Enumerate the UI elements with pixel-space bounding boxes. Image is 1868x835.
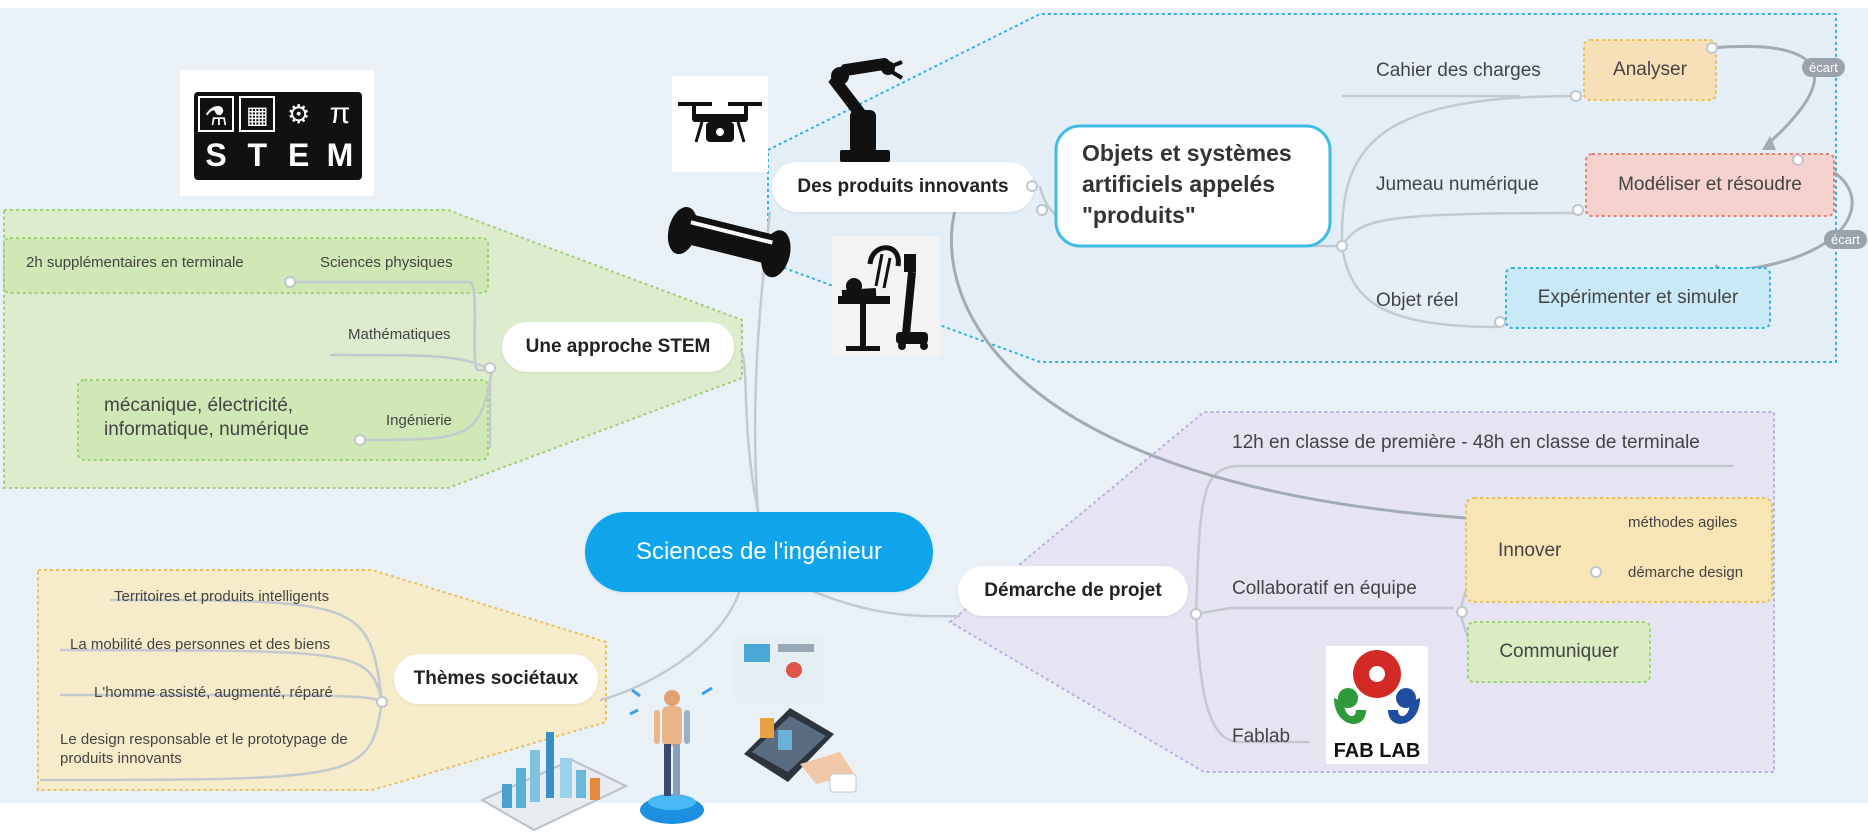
jumeau-label[interactable]: Jumeau numérique [1376,174,1539,195]
communiquer-box [1467,621,1651,683]
stem-letter: M [321,136,358,174]
agiles-label[interactable]: méthodes agiles [1628,514,1738,531]
augmented-human-icon [629,686,713,824]
cahier-label[interactable]: Cahier des charges [1376,60,1541,81]
physique-label[interactable]: Sciences physiques [320,254,453,271]
design-label[interactable]: démarche design [1628,564,1744,581]
communiquer-node[interactable]: Communiquer [1499,641,1619,662]
modeliser-box [1585,153,1835,217]
central-node[interactable]: Sciences de l'ingénieur [585,512,933,592]
theme-item-2[interactable]: La mobilité des personnes et des biens [70,636,331,653]
inge-label[interactable]: Ingénierie [386,412,452,429]
stem-letter: T [239,136,276,174]
theme-item-3[interactable]: L'homme assisté, augmenté, réparé [94,684,333,701]
modeliser-node[interactable]: Modéliser et résoudre [1618,174,1802,195]
connector-dot [284,276,296,288]
theme-item-1[interactable]: Territoires et produits intelligents [114,588,330,605]
connector-dot [354,434,366,446]
experimenter-box [1505,267,1771,329]
theme-item-4[interactable]: Le design responsable et le prototypage … [60,731,348,767]
connector-dot [1456,606,1468,618]
stem-letter: E [280,136,317,174]
smart-city-icon [479,732,629,832]
drone-icon [672,76,768,172]
themes-region [37,569,607,791]
connector-dot [1336,240,1348,252]
produits-node[interactable]: Des produits innovants [772,162,1034,212]
connector-dot [1026,180,1038,192]
stem-node[interactable]: Une approche STEM [502,322,734,372]
connector-dot [1572,204,1584,216]
connector-dot [376,696,388,708]
connector-dot [484,362,496,374]
ecart-badge-1: écart [1802,58,1845,77]
horaires-label[interactable]: 12h en classe de première - 48h en class… [1232,432,1700,453]
connector-dot [1792,154,1804,166]
connector-dot [1570,90,1582,102]
connector-dot [1590,566,1602,578]
fablab-label[interactable]: Fablab [1232,726,1291,747]
flask-icon: ⚗ [198,96,234,132]
connector-dot [1494,316,1506,328]
analyser-box [1583,39,1717,101]
fablab-logo-text: FAB LAB [1333,740,1421,762]
mobility-phone-icon [734,634,857,793]
connector-dot [1036,204,1048,216]
inge-note[interactable]: mécanique, électricité, informatique, nu… [104,395,309,440]
physique-box [3,237,489,294]
innover-label[interactable]: Innover [1498,540,1562,561]
analyser-node[interactable]: Analyser [1613,59,1687,80]
robot-arm-icon [828,58,904,162]
physique-note[interactable]: 2h supplémentaires en terminale [26,254,244,271]
objets-label[interactable]: Objets et systèmes artificiels appelés "… [1082,140,1292,228]
objets-box [1054,124,1332,248]
circuit-icon: ▦ [239,96,276,132]
surgical-robot-icon [832,236,940,356]
experimenter-node[interactable]: Expérimenter et simuler [1537,287,1739,308]
connector-dot [1706,42,1718,54]
fablab-logo: FAB LAB [1326,646,1428,764]
themes-node[interactable]: Thèmes sociétaux [394,654,598,704]
projet-node[interactable]: Démarche de projet [958,566,1188,616]
reel-label[interactable]: Objet réel [1376,290,1459,311]
gear-icon: ⚙ [280,96,317,132]
maths-label[interactable]: Mathématiques [348,326,451,343]
collab-label[interactable]: Collaboratif en équipe [1232,578,1417,599]
connector-dot [1190,608,1202,620]
pi-icon: π [321,96,358,132]
hoverboard-icon [667,207,791,278]
stem-logo: ⚗ ▦ ⚙ π S T E M [180,70,374,196]
ecart-badge-2: écart [1824,230,1867,249]
fablab-symbol-icon [1334,650,1420,724]
stem-letter: S [198,136,234,174]
innover-box [1465,497,1773,603]
